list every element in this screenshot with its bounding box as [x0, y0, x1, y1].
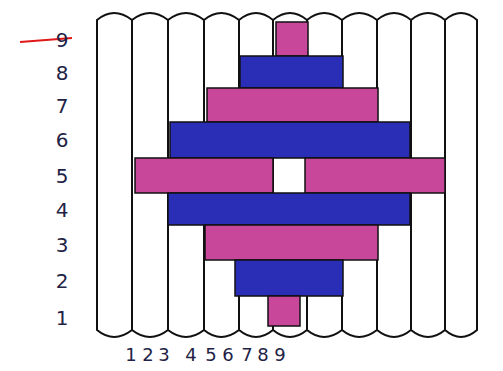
column-number: 3 — [158, 346, 169, 364]
row-number: 3 — [56, 235, 69, 255]
row-number: 4 — [56, 200, 69, 220]
warp-strip — [97, 13, 132, 337]
blue-bar — [240, 56, 343, 88]
column-number: 4 — [185, 346, 196, 364]
row-number: 7 — [56, 96, 69, 116]
column-number: 9 — [274, 346, 285, 364]
pink-bar — [276, 22, 308, 56]
column-number: 8 — [257, 346, 268, 364]
column-number: 6 — [222, 346, 233, 364]
weft-bars — [135, 22, 445, 326]
row-number: 2 — [56, 271, 69, 291]
pink-bar — [305, 158, 445, 193]
pink-bar — [268, 296, 300, 326]
pink-bar — [135, 158, 273, 193]
row-number: 9 — [56, 30, 69, 50]
row-number: 6 — [56, 130, 69, 150]
column-number: 7 — [241, 346, 252, 364]
row-number: 5 — [56, 166, 69, 186]
blue-bar — [168, 193, 410, 225]
pink-bar — [205, 225, 378, 260]
row-number: 1 — [56, 308, 69, 328]
column-number: 5 — [205, 346, 216, 364]
warp-strip — [445, 13, 477, 337]
pink-bar — [207, 88, 378, 122]
row-number: 8 — [56, 63, 69, 83]
column-number: 2 — [142, 346, 153, 364]
blue-bar — [235, 260, 343, 296]
blue-bar — [170, 122, 410, 158]
warp-strips — [97, 13, 477, 337]
column-number: 1 — [125, 346, 136, 364]
